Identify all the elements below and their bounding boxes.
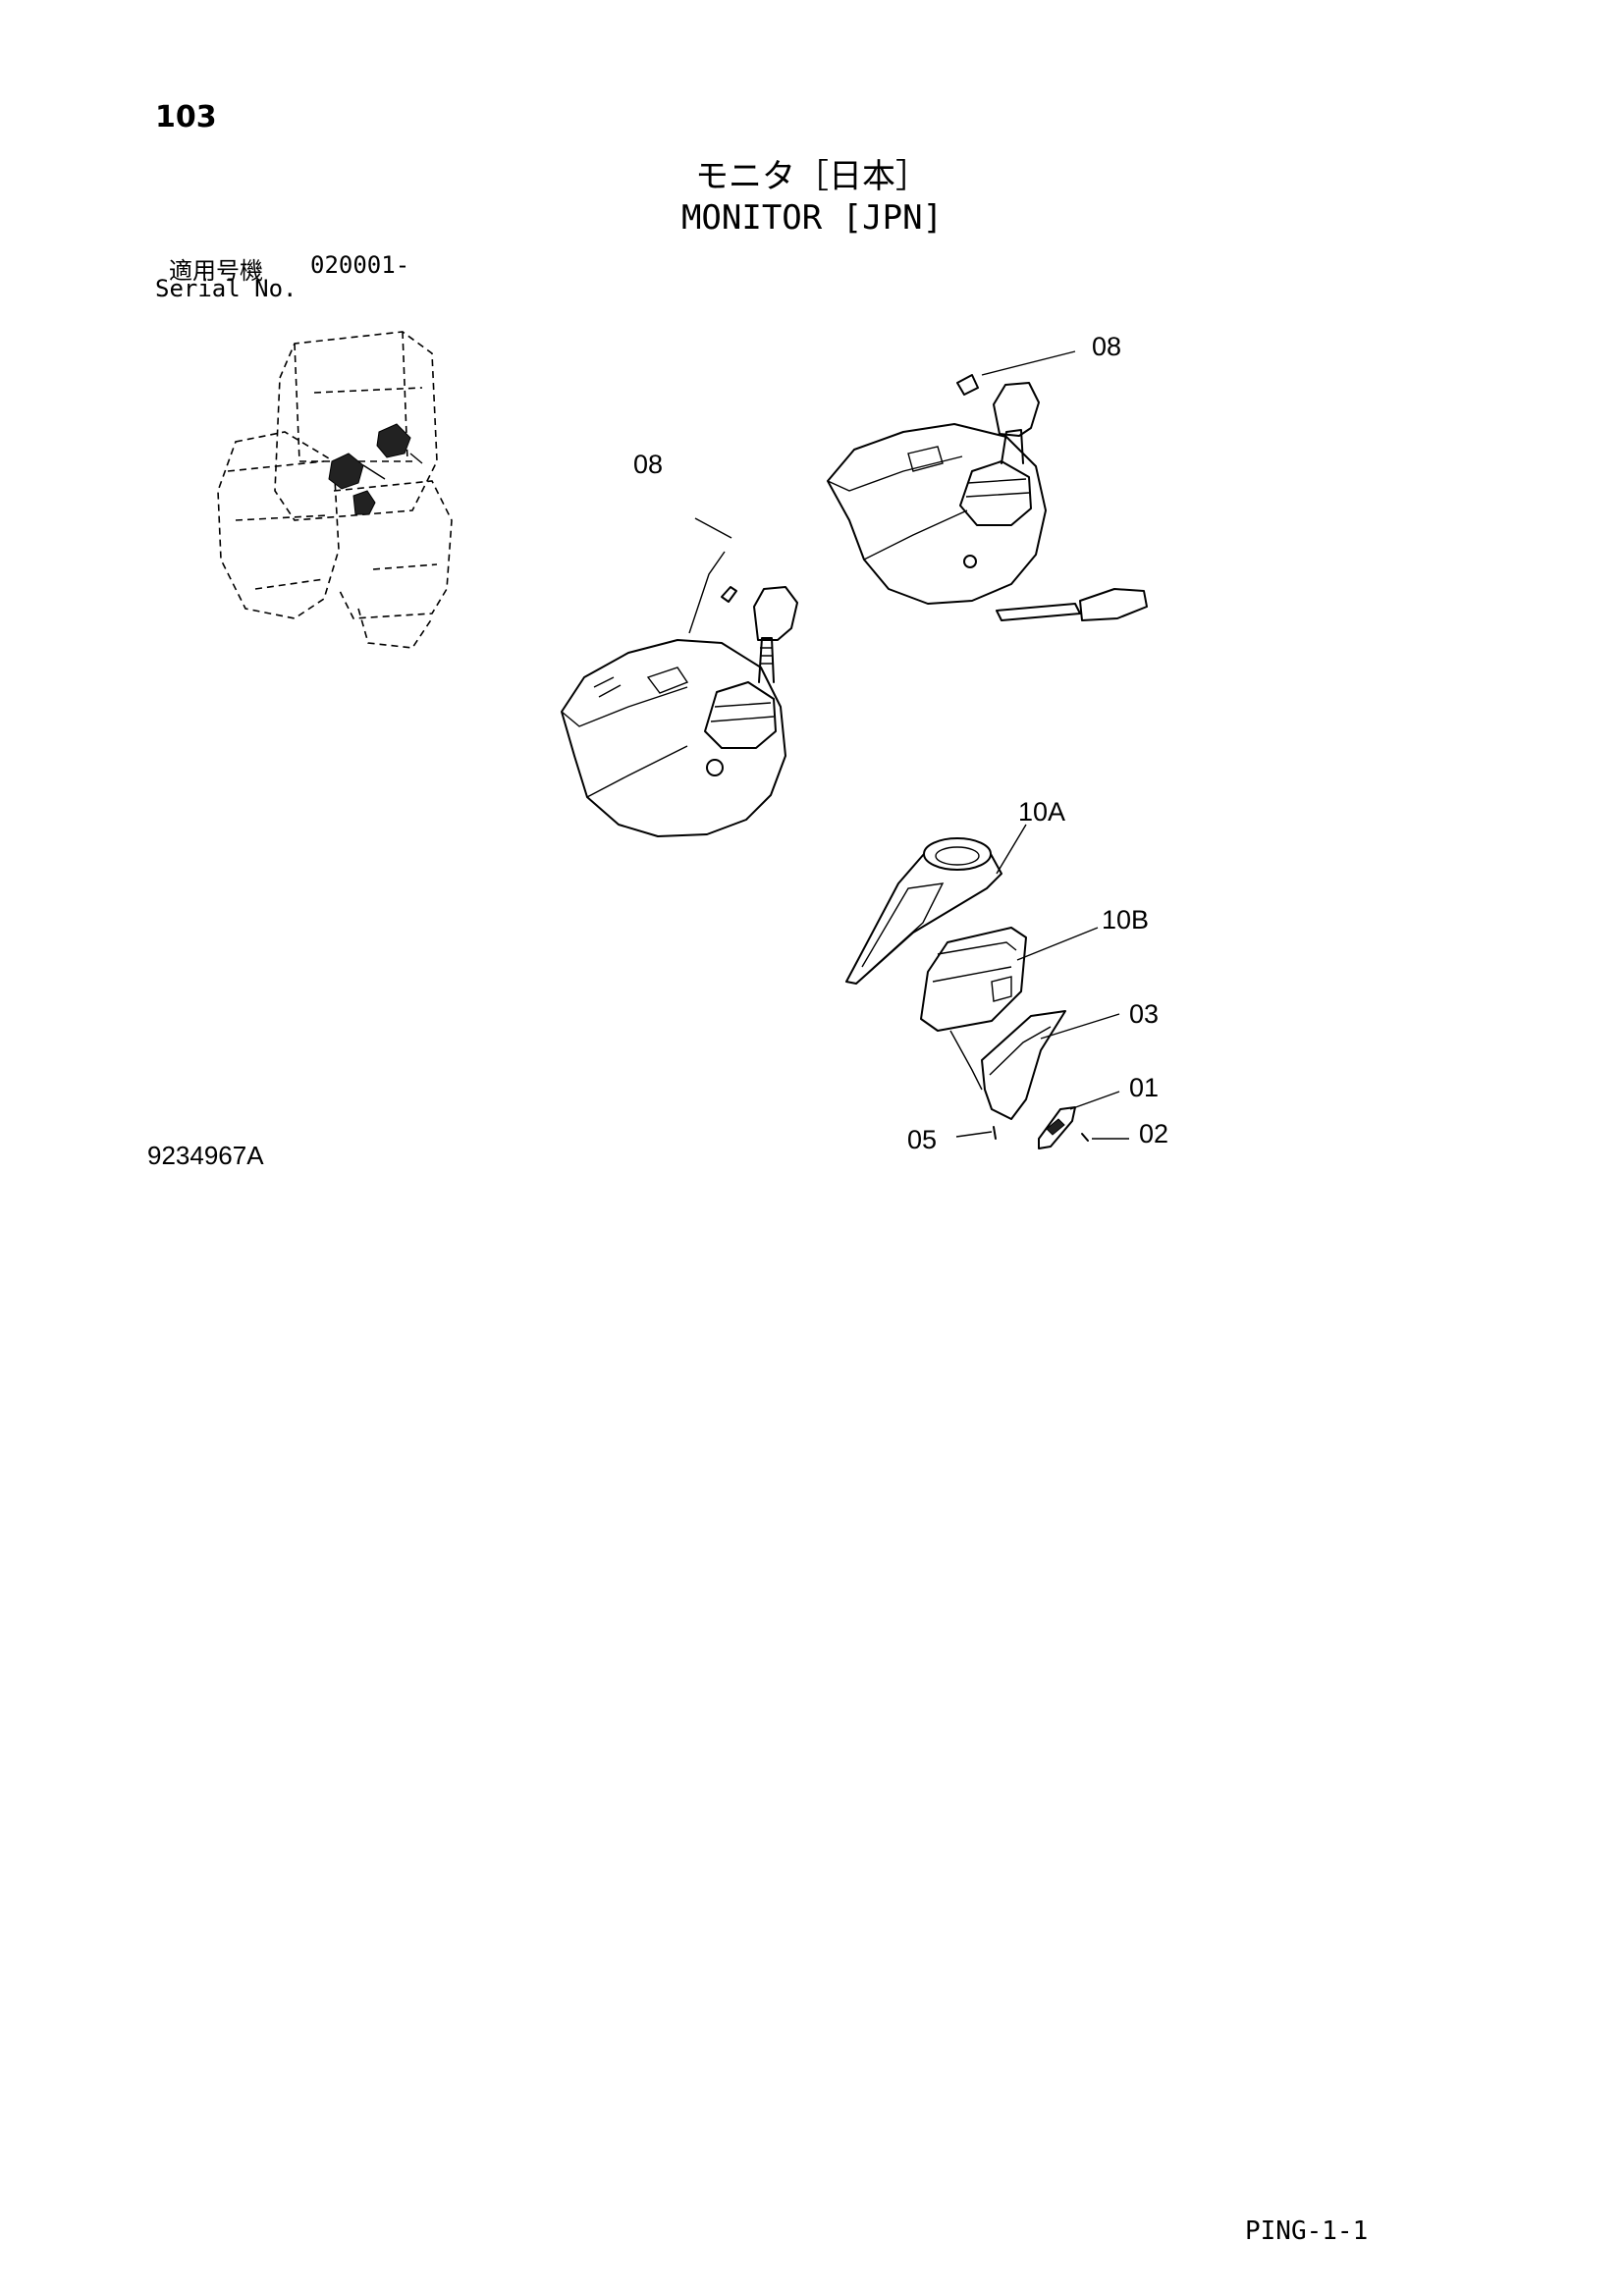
drawing-number: 9234967A: [147, 1141, 264, 1170]
callout-leaders: [688, 350, 1129, 1140]
page-number: 103: [155, 100, 217, 134]
serial-range: 020001-: [310, 251, 410, 279]
callout-10a: 10A: [1018, 797, 1066, 827]
serial-label-japanese: 適用号機: [169, 257, 263, 285]
callout-01: 01: [1129, 1073, 1160, 1102]
left-console-drawing: [561, 586, 798, 837]
serial-label-english: Serial No.: [155, 275, 298, 302]
page-title-japanese: モニタ［日本］: [695, 157, 929, 196]
callout-02: 02: [1139, 1119, 1169, 1148]
page-title-english: MONITOR [JPN]: [680, 198, 944, 238]
callout-08-left: 08: [633, 450, 664, 479]
monitor-parts-drawing: [845, 837, 1089, 1149]
callout-10b: 10B: [1102, 905, 1150, 934]
seat-overview-drawing: [217, 331, 453, 649]
right-console-drawing: [827, 374, 1148, 621]
page-code: PING-1-1: [1245, 2216, 1369, 2246]
callout-03: 03: [1129, 999, 1160, 1029]
callout-05: 05: [907, 1125, 938, 1154]
callout-08-right: 08: [1092, 332, 1122, 361]
